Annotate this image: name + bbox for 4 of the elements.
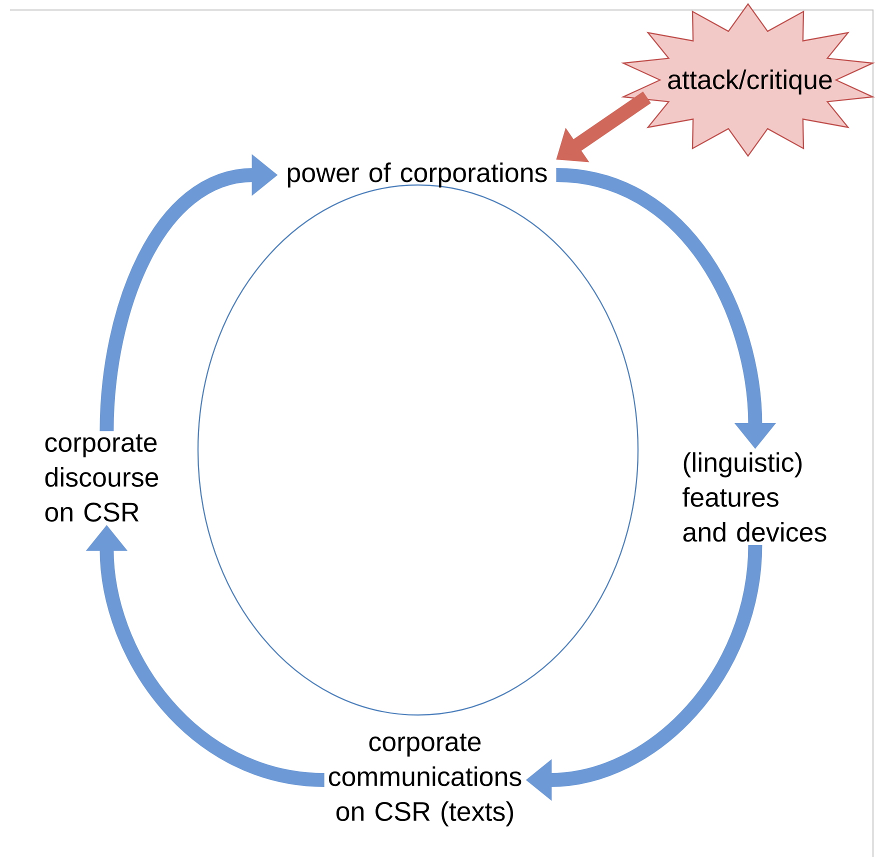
text-label: power of corporations <box>288 162 547 188</box>
text-label: (linguistic) features and devices <box>682 452 826 542</box>
text-label: corporate discourse on CSR <box>45 434 158 522</box>
text-label: corporate communications on CSR (texts) <box>328 734 522 826</box>
